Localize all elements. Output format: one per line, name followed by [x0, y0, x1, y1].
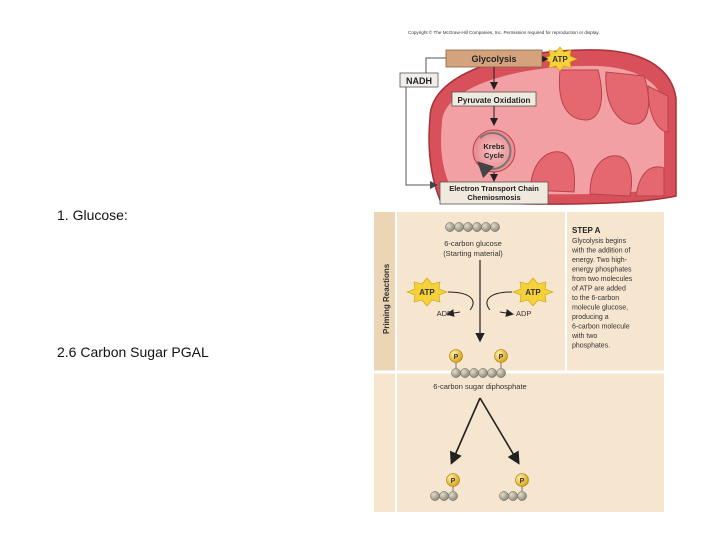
phosphate-icon — [494, 349, 508, 363]
krebs-label-2: Cycle — [484, 151, 504, 160]
etc-label-2: Chemiosmosis — [467, 193, 520, 202]
step-line: from two molecules — [572, 276, 633, 283]
three-carbon-molecule-right: P — [499, 473, 529, 501]
nadh-box — [399, 72, 439, 88]
phosphate-icon — [446, 473, 460, 487]
step-line: of ATP are added — [572, 286, 626, 293]
nadh-label: NADH — [406, 76, 432, 86]
copyright-notice: Copyright © The McGraw-Hill Companies, I… — [408, 29, 600, 35]
phosphate-icon — [449, 349, 463, 363]
step-line: energy. Two high- — [572, 257, 628, 264]
step-line: to the 6-carbon — [572, 295, 619, 302]
krebs-label-1: Krebs — [483, 142, 504, 151]
glycolysis-label: Glycolysis — [471, 54, 516, 64]
cycle-arrow-icon — [477, 132, 512, 179]
phosphate-label-left: P — [454, 354, 459, 361]
atp-label-right: ATP — [525, 288, 541, 297]
slide-item-pgal: 2.6 Carbon Sugar PGAL — [57, 344, 209, 360]
adp-label-left: ADP — [437, 309, 452, 318]
step-line: energy phosphates — [572, 267, 632, 274]
step-line: 6-carbon molecule — [572, 324, 630, 331]
phosphate-label-right: P — [499, 354, 504, 361]
glucose-label-1: 6-carbon glucose — [444, 239, 502, 248]
sugar-diphosphate-molecule: P P — [449, 349, 508, 378]
electron-transport-box — [439, 181, 549, 205]
step-line: phosphates. — [572, 343, 610, 350]
atp-label-left: ATP — [419, 288, 435, 297]
atp-burst-icon-left — [406, 277, 448, 307]
etc-label-1: Electron Transport Chain — [449, 184, 539, 193]
mitochondrion-diagram: Copyright © The McGraw-Hill Companies, I… — [399, 29, 677, 205]
phosphate-label-bottom-right: P — [520, 478, 525, 485]
step-line: molecule glucose, — [572, 305, 628, 312]
slide-item-glucose: 1. Glucose: — [57, 207, 128, 223]
phosphate-icon — [515, 473, 529, 487]
side-label-strip — [374, 212, 396, 372]
atp-burst-icon-right — [512, 277, 554, 307]
diphosphate-label: 6-carbon sugar diphosphate — [433, 382, 526, 391]
step-line: Glycolysis begins — [572, 238, 627, 245]
atp-label-top: ATP — [552, 55, 568, 64]
three-carbon-molecule-left: P — [430, 473, 460, 501]
adp-label-right: ADP — [516, 309, 531, 318]
step-line: with two — [571, 333, 597, 340]
step-a-title: STEP A — [572, 226, 601, 235]
step-line: with the addition of — [571, 248, 630, 255]
priming-reactions-panel: Priming Reactions 6-carbon glucose (Star… — [374, 212, 664, 512]
phosphate-label-bottom-left: P — [451, 478, 456, 485]
pyruvate-oxidation-label: Pyruvate Oxidation — [458, 96, 531, 105]
glucose-molecule — [445, 222, 500, 232]
priming-reactions-label: Priming Reactions — [382, 263, 391, 334]
atp-burst-icon — [542, 46, 578, 72]
step-line: producing a — [572, 314, 609, 321]
glucose-label-2: (Starting material) — [443, 249, 503, 258]
step-a-description: Glycolysis begins with the addition of e… — [571, 238, 633, 350]
